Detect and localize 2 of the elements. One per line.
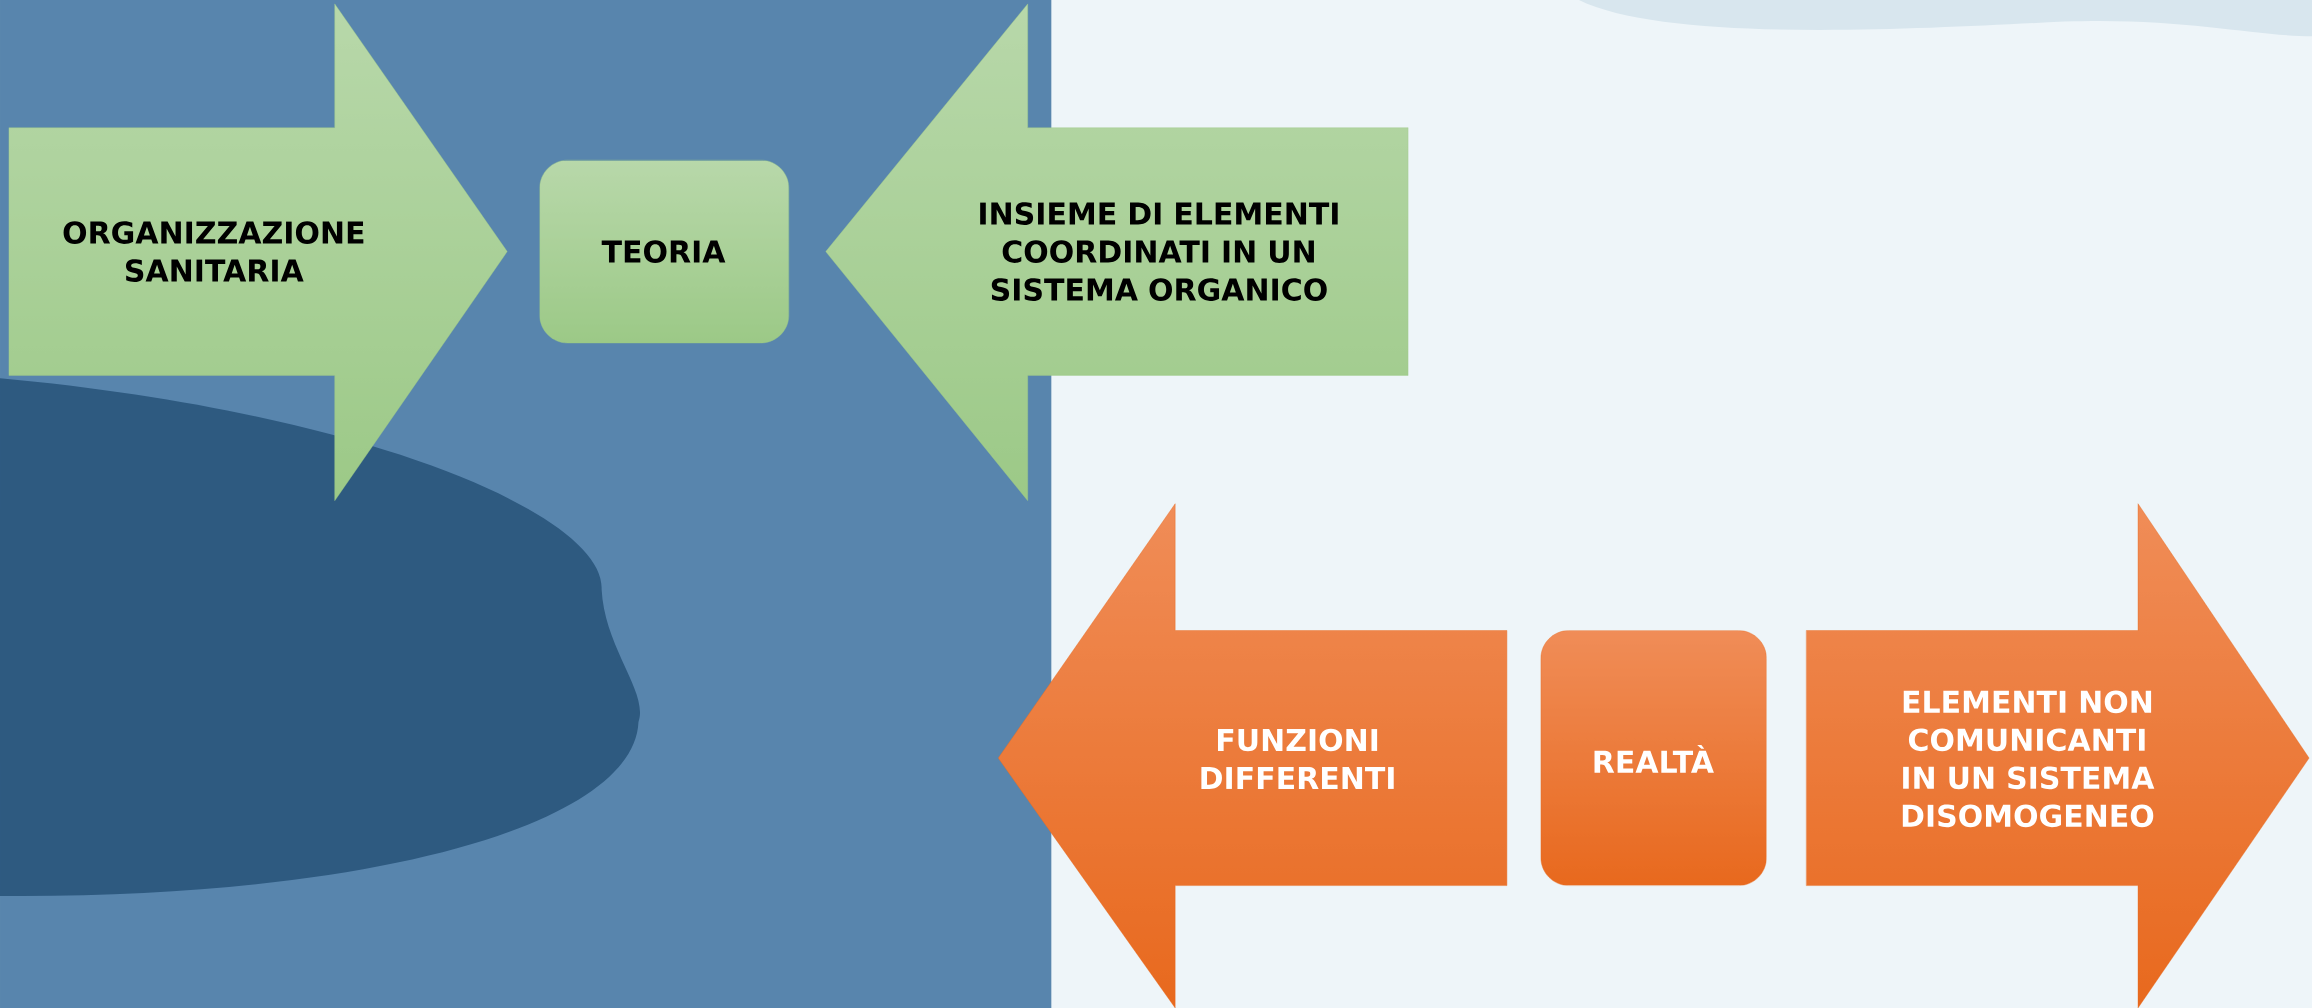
rounded-box: REALTÀ [1540,630,1767,886]
rounded-box: TEORIA [539,159,790,344]
